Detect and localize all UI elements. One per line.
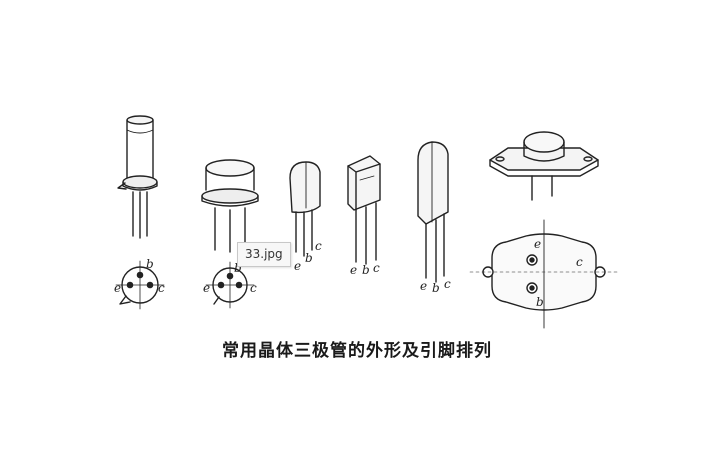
pin-label-e: e <box>114 281 121 295</box>
filename-tooltip: 33.jpg <box>237 242 291 267</box>
transistor-power-to3 <box>489 131 599 201</box>
pin-label-c: c <box>373 261 380 275</box>
pin-label-e: e <box>294 259 301 273</box>
pinout-view-2 <box>205 261 255 309</box>
pin-label-e: e <box>203 281 210 295</box>
transistor-plastic-flat <box>347 155 381 265</box>
pin-label-b: b <box>146 257 154 271</box>
pin-label-b: b <box>432 281 440 295</box>
pin-label-b: b <box>362 263 370 277</box>
pinout-view-1 <box>115 260 165 310</box>
pin-label-c: c <box>315 239 322 253</box>
transistor-short-can <box>201 159 259 253</box>
transistor-plastic-tall <box>417 141 449 283</box>
pin-label-b: b <box>305 251 313 265</box>
pin-label-c: c <box>444 277 451 291</box>
pin-label-e: e <box>420 279 427 293</box>
pin-labels: e b c e b c e b c e b c e b c e b c <box>114 237 583 309</box>
pin-label-c: c <box>158 281 165 295</box>
figure-caption: 常用晶体三极管的外形及引脚排列 <box>222 341 492 361</box>
pin-label-b: b <box>536 295 544 309</box>
pin-label-e: e <box>350 263 357 277</box>
pin-label-b: b <box>234 261 242 275</box>
pinout-view-power <box>469 219 619 329</box>
pin-label-c: c <box>576 255 583 269</box>
transistor-plastic-small <box>289 161 321 257</box>
pin-label-e: e <box>534 237 541 251</box>
pin-label-c: c <box>250 281 257 295</box>
transistor-tall-can <box>117 115 158 239</box>
